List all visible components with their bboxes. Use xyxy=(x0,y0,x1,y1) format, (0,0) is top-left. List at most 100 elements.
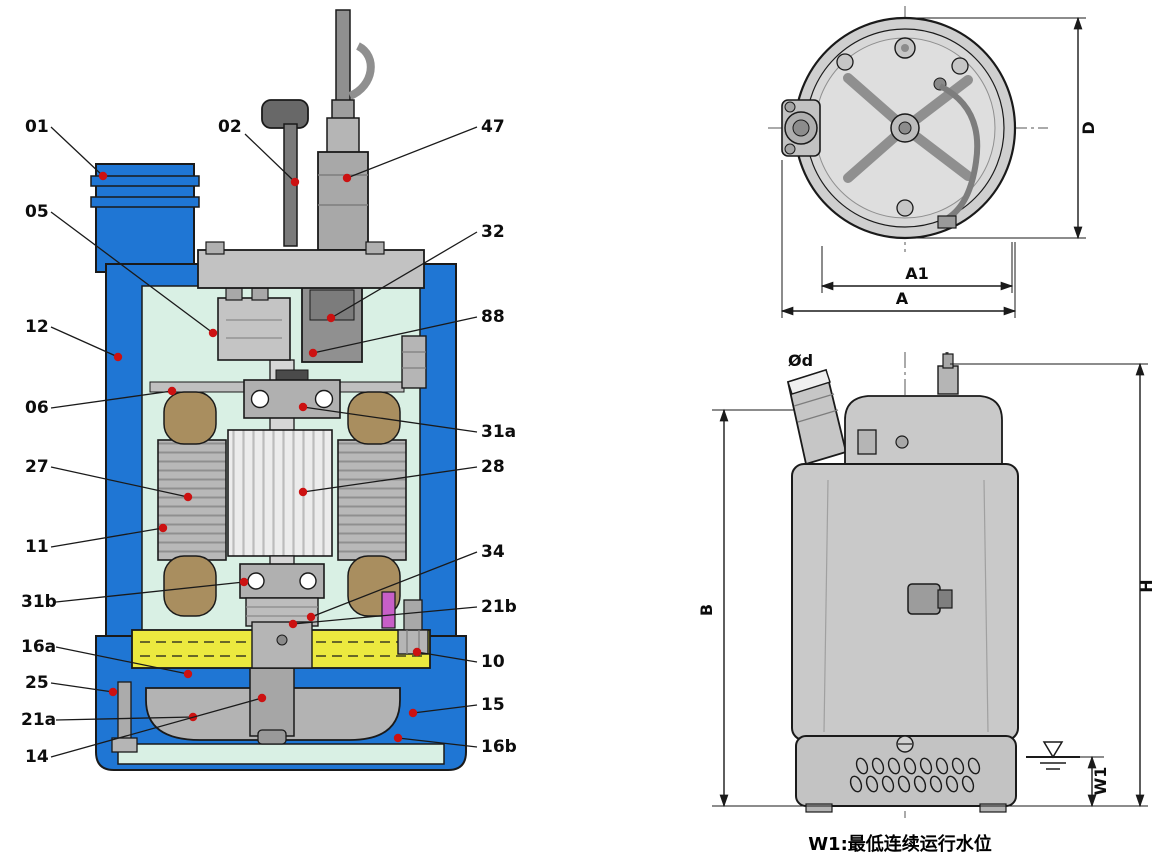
callout-target-dot xyxy=(239,577,249,587)
callout-label: 10 xyxy=(481,652,505,672)
callout-label: 25 xyxy=(25,673,49,693)
water-level-symbol xyxy=(1026,741,1080,770)
callout-34: 34 xyxy=(306,542,505,622)
callout-leader xyxy=(312,316,478,354)
callout-21b: 21b xyxy=(288,597,517,629)
callout-05: 05 xyxy=(25,202,218,338)
callout-label: 21a xyxy=(21,710,56,730)
callout-target-dot xyxy=(208,328,218,338)
dim-b-label: B xyxy=(697,604,716,616)
callout-label: 31b xyxy=(21,592,57,612)
callout-11: 11 xyxy=(25,523,168,557)
callout-31a: 31a xyxy=(298,402,516,442)
callout-label: 15 xyxy=(481,695,505,715)
float-switch xyxy=(907,583,941,615)
cross-section-view: 01 02 47 05 32 12 88 06 31a 27 28 11 34 31b 21b 16a 10 25… xyxy=(21,9,517,771)
callout-31b: 31b xyxy=(21,577,249,612)
pipe-ridge xyxy=(90,196,200,208)
callout-leader xyxy=(55,716,194,721)
callout-label: 02 xyxy=(218,117,242,137)
side-gland-nut xyxy=(942,353,954,369)
callout-leader xyxy=(50,126,104,177)
outlet-bore-inner xyxy=(792,119,810,137)
shaft-nut xyxy=(257,729,287,745)
callout-leader xyxy=(50,527,164,548)
tie-bolt-head xyxy=(111,737,138,753)
callout-leader xyxy=(416,651,478,663)
callout-leader xyxy=(50,326,119,358)
dim-w1-label: W1 xyxy=(1091,767,1110,796)
cover-bolt-left xyxy=(836,53,854,71)
callout-leader xyxy=(302,466,478,493)
lower-bearing-ball xyxy=(299,572,317,590)
dim-d-label: D xyxy=(1079,121,1098,134)
bottom-plate xyxy=(117,743,445,765)
stud-bolt-shank xyxy=(403,599,423,633)
cover-bolt xyxy=(205,241,225,255)
cable-gland-body xyxy=(317,151,369,251)
lower-bearing-ball xyxy=(247,572,265,590)
callout-label: 16b xyxy=(481,737,517,757)
callout-label: 05 xyxy=(25,202,49,222)
stator-core-left xyxy=(157,439,227,561)
callout-label: 47 xyxy=(481,117,505,137)
bearing-retainer xyxy=(275,369,309,381)
callout-leader xyxy=(310,551,478,618)
terminal xyxy=(225,287,243,301)
cable-clamp xyxy=(937,589,953,609)
callout-target-dot xyxy=(308,348,318,358)
stator-core-right xyxy=(337,439,407,561)
callout-target-dot xyxy=(98,171,108,181)
callout-label: 06 xyxy=(25,398,49,418)
callout-leader xyxy=(412,704,478,714)
winding-top-left xyxy=(163,391,217,445)
winding-top-right xyxy=(347,391,401,445)
callout-label: 28 xyxy=(481,457,505,477)
callout-label: 31a xyxy=(481,422,516,442)
callout-leader xyxy=(55,581,245,603)
side-pipe-opening xyxy=(787,369,831,395)
callout-label: 11 xyxy=(25,537,49,557)
callout-27: 27 xyxy=(25,457,193,502)
callout-leader xyxy=(50,682,114,693)
callout-label: 01 xyxy=(25,117,49,137)
callout-target-dot xyxy=(393,733,403,743)
stud-bolt-nut xyxy=(397,629,429,655)
winding-bottom-left xyxy=(163,555,217,617)
callout-target-dot xyxy=(342,173,352,183)
callout-88: 88 xyxy=(308,307,505,358)
callout-target-dot xyxy=(298,402,308,412)
callout-label: 34 xyxy=(481,542,505,562)
callout-target-dot xyxy=(113,352,123,362)
callout-47: 47 xyxy=(342,117,505,183)
callout-25: 25 xyxy=(25,673,118,697)
rotor xyxy=(227,429,333,557)
seal-spring xyxy=(276,634,288,646)
callout-leader xyxy=(244,133,296,183)
callout-label: 16a xyxy=(21,637,56,657)
dim-a1-label: A1 xyxy=(905,264,929,283)
callout-leader xyxy=(346,126,478,179)
upper-bearing-ball xyxy=(314,389,334,409)
handle-hub-pin xyxy=(898,121,912,135)
side-cap-fitting xyxy=(857,429,877,455)
side-view: Ød xyxy=(697,351,1155,855)
flange-bolt xyxy=(784,101,796,113)
callout-32: 32 xyxy=(326,222,505,323)
tie-bolt-shank xyxy=(117,681,132,741)
callout-leader xyxy=(397,737,478,748)
upper-bearing-ball xyxy=(250,389,270,409)
callout-15: 15 xyxy=(408,695,505,718)
foot-left xyxy=(805,803,833,813)
callout-label: 21b xyxy=(481,597,517,617)
cover-bolt-top-pin xyxy=(901,44,909,52)
caption-w1: W1:最低连续运行水位 xyxy=(808,833,992,855)
side-top-cap xyxy=(844,395,1003,467)
cover-bolt-bottom xyxy=(896,199,914,217)
callout-leader xyxy=(50,697,263,758)
callout-label: 12 xyxy=(25,317,49,337)
callout-28: 28 xyxy=(298,457,505,497)
callout-label: 32 xyxy=(481,222,505,242)
callout-target-dot xyxy=(183,492,193,502)
callout-leader xyxy=(55,646,189,675)
